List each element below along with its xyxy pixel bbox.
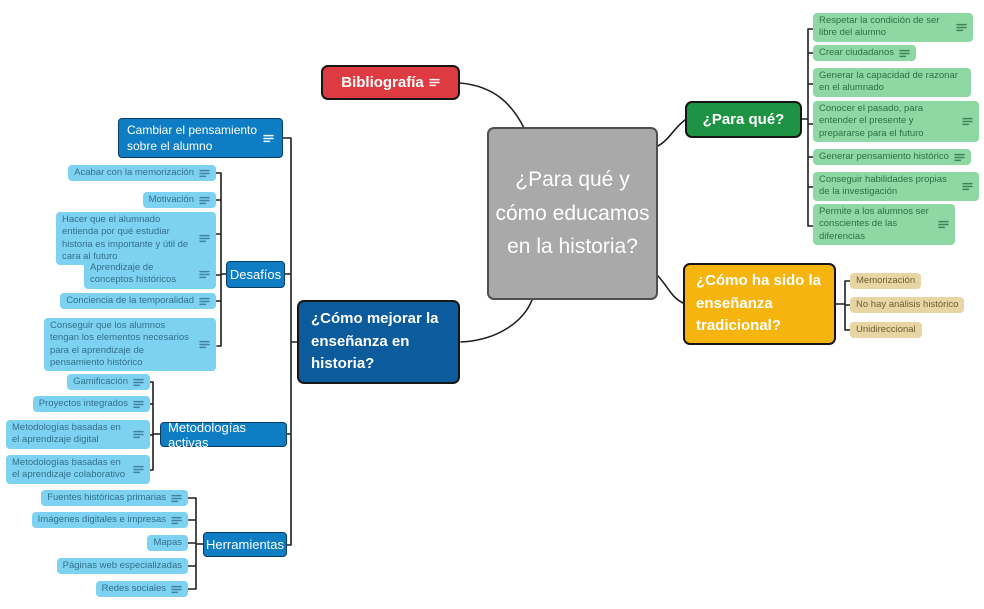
notes-icon[interactable] <box>962 182 973 191</box>
leaf-label: Hacer que el alumnado entienda por qué e… <box>62 214 189 263</box>
notes-icon[interactable] <box>429 78 440 87</box>
connector-para-que <box>657 119 686 147</box>
subtopic-label: Desafíos <box>229 267 282 282</box>
leaf-conciencia-temporalidad[interactable]: Conciencia de la temporalidad <box>60 293 216 310</box>
topic-bibliografia-label: Bibliografía <box>341 74 424 91</box>
leaf-label: Acabar con la memorización <box>74 167 194 178</box>
bracket-mejorar <box>282 137 298 546</box>
subtopic-label: Cambiar el pensamiento sobre el alumno <box>127 122 258 153</box>
notes-icon[interactable] <box>938 220 949 229</box>
leaf-alumnado-entienda[interactable]: Hacer que el alumnado entienda por qué e… <box>56 212 216 266</box>
notes-icon[interactable] <box>171 494 182 503</box>
subtopic-capacidad-razonar[interactable]: Generar la capacidad de razonar en el al… <box>813 68 971 97</box>
notes-icon[interactable] <box>956 23 967 32</box>
leaf-label: Fuentes históricas primarias <box>47 492 166 503</box>
connector-bibliografia <box>459 82 525 129</box>
subtopic-herramientas[interactable]: Herramientas <box>203 532 287 557</box>
bracket-metodologias <box>149 381 161 471</box>
leaf-elementos-necesarios[interactable]: Conseguir que los alumnos tengan los ele… <box>44 318 216 372</box>
bracket-herramientas <box>187 497 204 590</box>
notes-icon[interactable] <box>133 378 144 387</box>
subtopic-desafios[interactable]: Desafíos <box>226 261 285 288</box>
notes-icon[interactable] <box>199 297 210 306</box>
leaf-proyectos-integrados[interactable]: Proyectos integrados <box>32 396 150 413</box>
notes-icon[interactable] <box>199 234 210 243</box>
subtopic-habilidades-investigacion[interactable]: Conseguir habilidades propias de la inve… <box>813 172 979 201</box>
leaf-label: Imágenes digitales e impresas <box>37 514 166 525</box>
subtopic-pensamiento-historico[interactable]: Generar pensamiento histórico <box>813 149 971 166</box>
leaf-label: Gamificación <box>73 376 128 387</box>
leaf-acabar-memorizacion[interactable]: Acabar con la memorización <box>68 165 216 182</box>
notes-icon[interactable] <box>199 196 210 205</box>
bracket-tradicional <box>835 280 851 331</box>
connector-mejorar <box>460 299 533 343</box>
notes-icon[interactable] <box>133 465 144 474</box>
notes-icon[interactable] <box>171 516 182 525</box>
connector-tradicional <box>657 275 684 304</box>
leaf-motivacion[interactable]: Motivación <box>142 192 216 209</box>
leaf-label: Conciencia de la temporalidad <box>66 295 194 306</box>
subtopic-label: Crear ciudadanos <box>819 47 894 58</box>
leaf-label: Conseguir que los alumnos tengan los ele… <box>50 320 189 369</box>
leaf-label: Páginas web especializadas <box>62 560 182 571</box>
leaf-label: Redes sociales <box>101 583 166 594</box>
leaf-label: Metodologías basadas en el aprendizaje d… <box>12 422 121 446</box>
leaf-label: Proyectos integrados <box>38 398 128 409</box>
subtopic-unidireccional[interactable]: Unidireccional <box>850 322 922 339</box>
notes-icon[interactable] <box>199 340 210 349</box>
subtopic-no-analisis[interactable]: No hay análisis histórico <box>850 297 965 314</box>
subtopic-label: Herramientas <box>205 537 285 552</box>
leaf-fuentes-primarias[interactable]: Fuentes históricas primarias <box>41 490 188 507</box>
leaf-mapas[interactable]: Mapas <box>147 535 188 552</box>
subtopic-crear-ciudadanos[interactable]: Crear ciudadanos <box>813 45 916 62</box>
subtopic-metodologias-activas[interactable]: Metodologías activas <box>160 419 287 450</box>
topic-mejorar[interactable]: ¿Cómo mejorar la enseñanza en historia? <box>297 300 460 384</box>
leaf-imagenes-digitales[interactable]: Imágenes digitales e impresas <box>31 512 188 529</box>
topic-bibliografia[interactable]: Bibliografía <box>321 65 460 100</box>
notes-icon[interactable] <box>263 134 274 143</box>
leaf-label: Mapas <box>153 537 182 548</box>
subtopic-memorizacion[interactable]: Memorización <box>850 273 922 290</box>
topic-tradicional[interactable]: ¿Cómo ha sido la enseñanza tradicional? <box>683 263 836 345</box>
subtopic-label: Metodologías activas <box>168 419 247 450</box>
subtopic-label: Generar la capacidad de razonar en el al… <box>819 70 958 94</box>
notes-icon[interactable] <box>199 270 210 279</box>
subtopic-label: Permite a los alumnos ser conscientes de… <box>819 206 929 242</box>
leaf-label: Aprendizaje de conceptos históricos <box>90 262 177 286</box>
notes-icon[interactable] <box>133 430 144 439</box>
subtopic-label: No hay análisis histórico <box>856 299 959 310</box>
leaf-label: Motivación <box>148 194 194 205</box>
subtopic-conscientes-diferencias[interactable]: Permite a los alumnos ser conscientes de… <box>813 204 955 246</box>
topic-mejorar-label: ¿Cómo mejorar la enseñanza en historia? <box>311 310 439 373</box>
notes-icon[interactable] <box>133 400 144 409</box>
subtopic-label: Conocer el pasado, para entender el pres… <box>819 103 924 139</box>
subtopic-label: Respetar la condición de ser libre del a… <box>819 15 940 39</box>
leaf-conceptos-historicos[interactable]: Aprendizaje de conceptos históricos <box>84 260 216 289</box>
subtopic-cambiar-pensamiento[interactable]: Cambiar el pensamiento sobre el alumno <box>118 118 283 158</box>
central-topic[interactable]: ¿Para qué y cómo educamos en la historia… <box>487 127 658 300</box>
subtopic-label: Unidireccional <box>856 324 916 335</box>
leaf-aprendizaje-colaborativo[interactable]: Metodologías basadas en el aprendizaje c… <box>6 455 150 484</box>
leaf-redes-sociales[interactable]: Redes sociales <box>95 581 188 598</box>
notes-icon[interactable] <box>899 49 910 58</box>
central-topic-label: ¿Para qué y cómo educamos en la historia… <box>495 168 650 259</box>
notes-icon[interactable] <box>962 117 973 126</box>
leaf-aprendizaje-digital[interactable]: Metodologías basadas en el aprendizaje d… <box>6 420 150 449</box>
subtopic-label: Conseguir habilidades propias de la inve… <box>819 174 947 198</box>
topic-para-que[interactable]: ¿Para qué? <box>685 101 802 138</box>
leaf-paginas-web[interactable]: Páginas web especializadas <box>56 558 188 575</box>
bracket-desafios <box>215 172 227 347</box>
topic-para-que-label: ¿Para qué? <box>702 111 785 128</box>
topic-tradicional-label: ¿Cómo ha sido la enseñanza tradicional? <box>696 272 822 335</box>
leaf-label: Metodologías basadas en el aprendizaje c… <box>12 457 126 481</box>
notes-icon[interactable] <box>171 585 182 594</box>
bracket-para-que <box>801 28 814 227</box>
leaf-gamificacion[interactable]: Gamificación <box>67 374 150 391</box>
subtopic-label: Memorización <box>856 275 916 286</box>
subtopic-respetar-condicion[interactable]: Respetar la condición de ser libre del a… <box>813 13 973 42</box>
subtopic-conocer-pasado[interactable]: Conocer el pasado, para entender el pres… <box>813 101 979 143</box>
notes-icon[interactable] <box>199 169 210 178</box>
subtopic-label: Generar pensamiento histórico <box>819 151 949 162</box>
notes-icon[interactable] <box>954 153 965 162</box>
